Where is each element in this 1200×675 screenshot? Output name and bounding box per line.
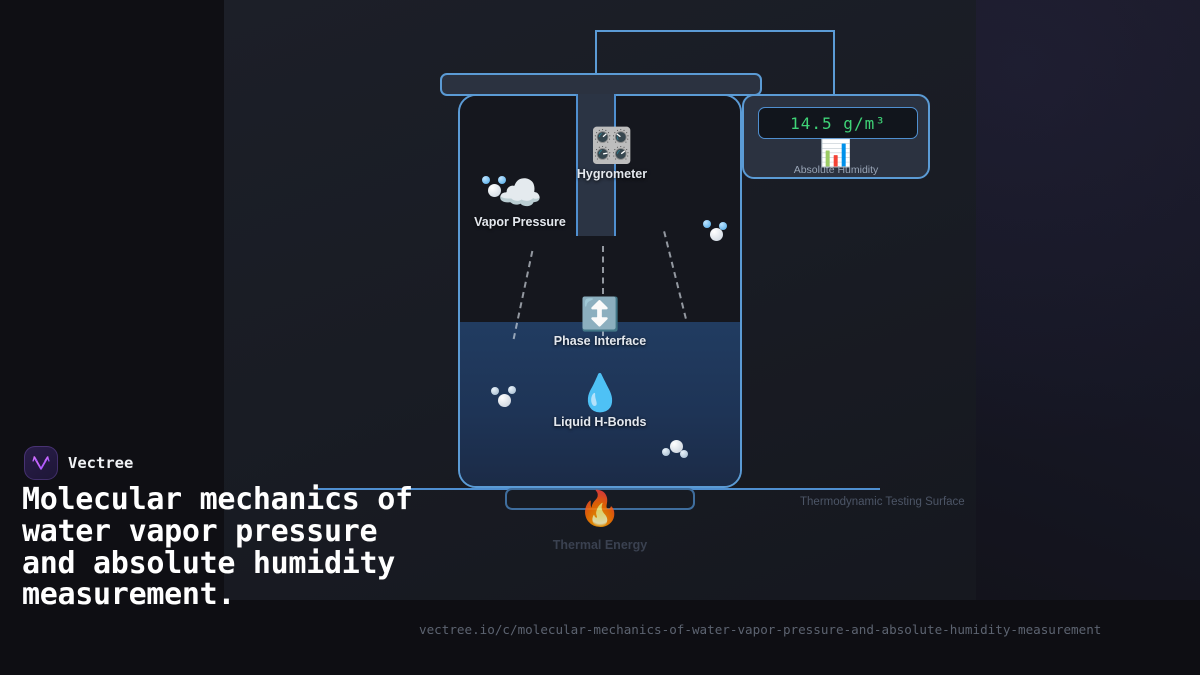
cloud-icon: ☁️ (497, 172, 543, 213)
droplet-icon: 💧 (577, 372, 623, 413)
connector-pipe-vertical-right (833, 30, 835, 100)
water-molecule-liquid-2 (660, 436, 690, 458)
node-hygrometer: 🎛️ Hygrometer (532, 129, 692, 181)
connector-pipe-horizontal (595, 30, 835, 32)
node-phase-interface-label: Phase Interface (553, 334, 647, 348)
node-hygrometer-label: Hygrometer (576, 167, 648, 181)
page-title: Molecular mechanics of water vapor press… (22, 482, 413, 613)
connector-pipe-vertical-left (595, 30, 597, 78)
absolute-humidity-readout-panel[interactable]: 14.5 g/m³ 📊 Absolute Humidity (742, 94, 930, 179)
node-liquid-h-bonds: 💧 Liquid H-Bonds (520, 372, 680, 430)
chamber-neck (576, 94, 616, 236)
node-vapor-pressure: ☁️ Vapor Pressure (440, 172, 600, 230)
node-phase-interface: ↕️ Phase Interface (520, 298, 680, 348)
thermodynamics-illustration: ☁️ Vapor Pressure 🎛️ Hygrometer ↕️ Phase… (224, 0, 976, 600)
node-thermal-energy-label: Thermal Energy (552, 538, 648, 552)
heater-base (505, 488, 695, 510)
page-url: vectree.io/c/molecular-mechanics-of-wate… (419, 622, 1102, 637)
evaporation-arc-center (602, 246, 604, 336)
brand[interactable]: Vectree (24, 446, 133, 480)
node-vapor-pressure-label: Vapor Pressure (474, 215, 566, 229)
sealed-chamber (458, 94, 742, 488)
readout-screen: 14.5 g/m³ (758, 107, 918, 139)
node-liquid-h-bonds-label: Liquid H-Bonds (553, 415, 647, 429)
surface-caption: Thermodynamic Testing Surface (800, 496, 965, 508)
footer-backdrop (0, 600, 1200, 675)
water-molecule-liquid-1 (490, 386, 520, 408)
brand-name: Vectree (68, 454, 134, 472)
chamber-lid (440, 73, 762, 96)
control-knobs-icon: 🎛️ (590, 127, 634, 165)
readout-value: 14.5 g/m³ (790, 113, 886, 133)
bar-chart-icon: 📊 (819, 138, 853, 168)
background-right-panel (976, 0, 1200, 675)
fire-icon: 🔥 (578, 490, 622, 528)
water-molecule-vapor-1 (480, 176, 510, 198)
vectree-v-logo-icon (24, 446, 58, 480)
readout-label: Absolute Humidity (793, 164, 879, 176)
background-sheen (976, 0, 1200, 675)
water-molecule-vapor-2 (700, 220, 730, 242)
up-down-arrow-icon: ↕️ (580, 296, 620, 332)
